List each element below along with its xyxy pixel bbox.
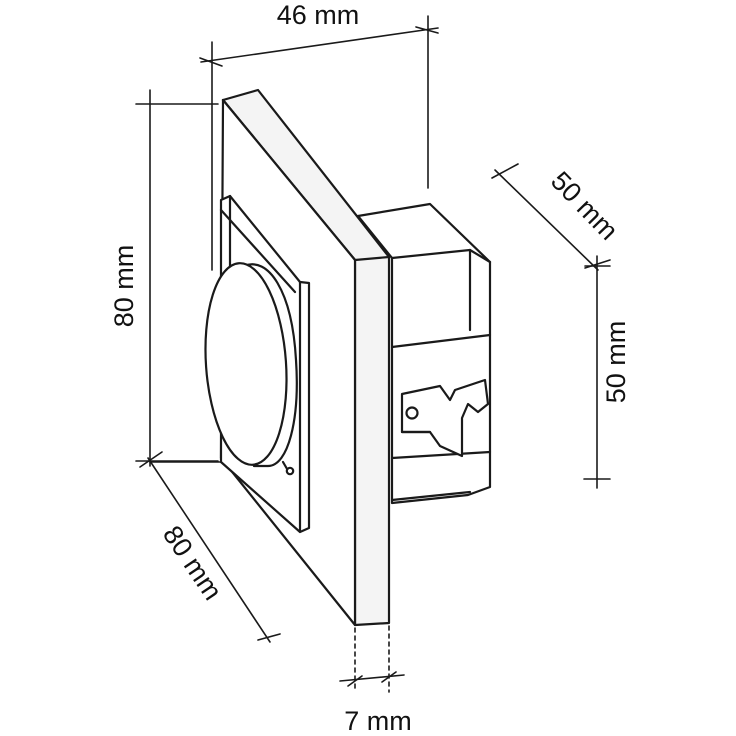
label-50mm-height: 50 mm (601, 321, 631, 404)
terminal-clip (400, 378, 490, 458)
dimension-80mm-height (135, 89, 219, 467)
label-46mm: 46 mm (277, 0, 360, 30)
dimension-46mm (199, 15, 439, 271)
dimension-7mm (339, 625, 405, 693)
label-80mm-height: 80 mm (109, 245, 139, 328)
label-50mm-depth: 50 mm (545, 166, 624, 246)
dimension-50mm-height (583, 255, 611, 489)
dimension-80mm-depth (139, 451, 281, 643)
label-7mm: 7 mm (344, 706, 412, 736)
rotary-knob (204, 262, 298, 476)
